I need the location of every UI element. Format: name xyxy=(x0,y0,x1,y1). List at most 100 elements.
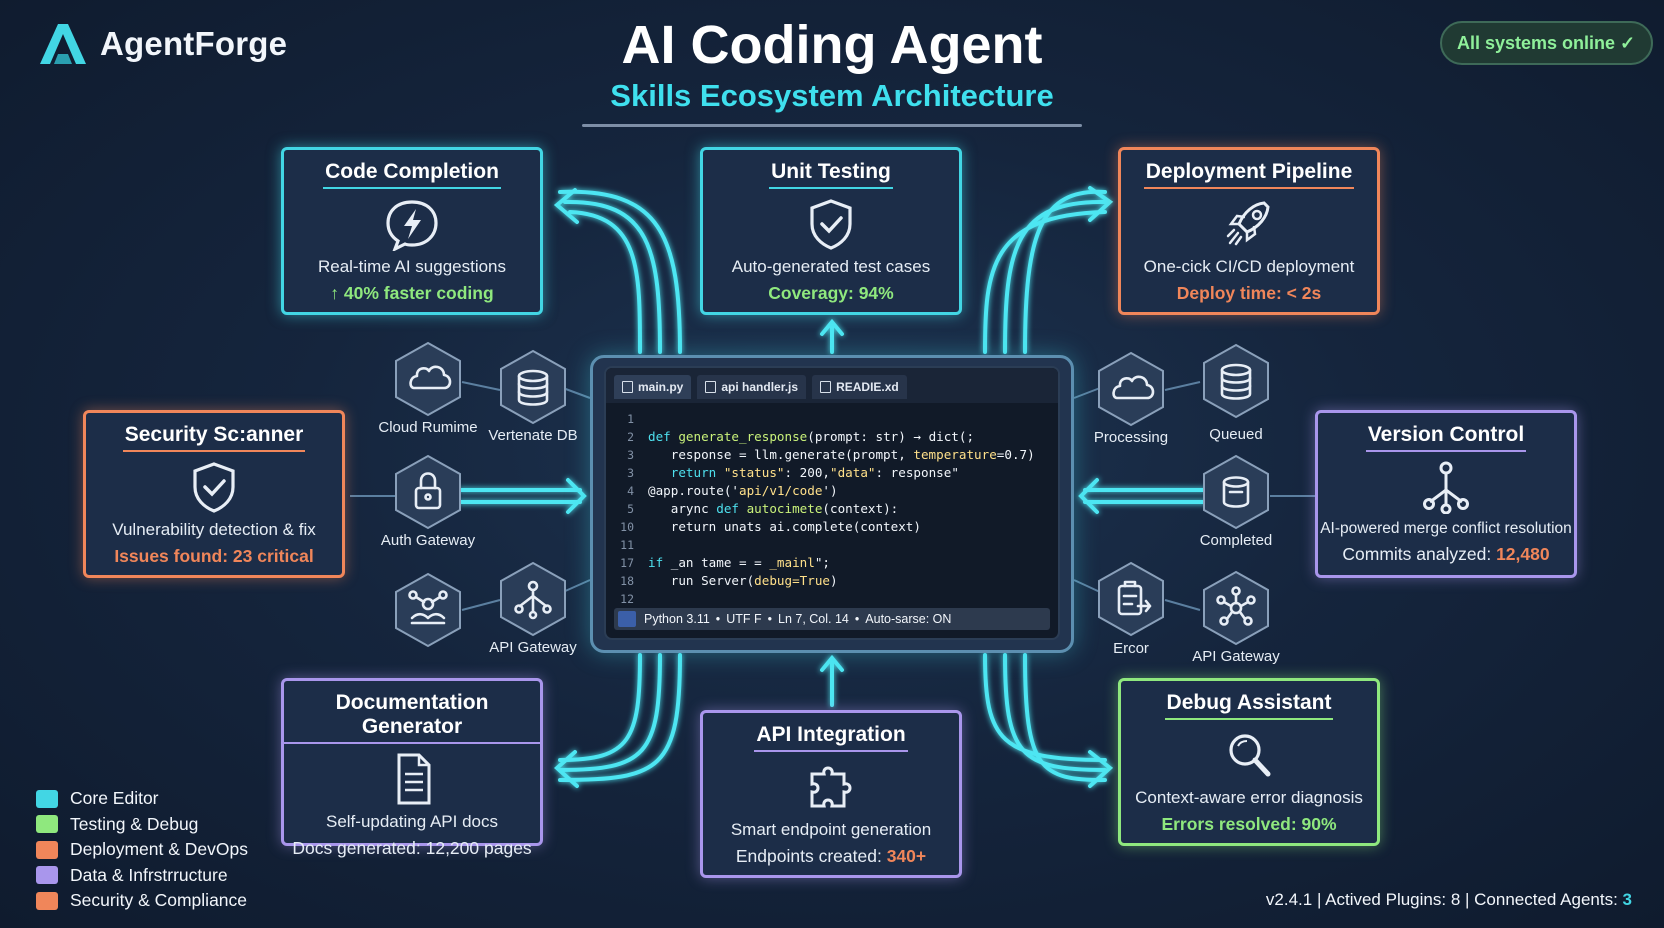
card-title: API Integration xyxy=(754,723,908,752)
code-line[interactable]: 12 xyxy=(606,590,1058,608)
system-status-badge[interactable]: All systems online ✓ xyxy=(1440,21,1654,65)
legend-swatch xyxy=(36,815,58,834)
connected-agents-count: 3 xyxy=(1622,890,1632,909)
agentforge-logo-icon xyxy=(40,24,86,64)
skill-card-documentation-generator[interactable]: Documentation Generator Self-updating AP… xyxy=(281,678,543,858)
code-token: if xyxy=(648,555,671,570)
code-line[interactable]: 10 return unats ai.complete(context) xyxy=(606,518,1058,536)
skill-card-deployment-pipeline[interactable]: Deployment Pipeline One-cick CI/CD deplo… xyxy=(1118,147,1380,315)
database-icon xyxy=(517,369,549,406)
page-subtitle: Skills Ecosystem Architecture xyxy=(610,78,1054,113)
hex-vertenate-db xyxy=(500,349,566,425)
status-separator: • xyxy=(854,612,860,626)
editor-tab-api-handler[interactable]: api handler.js xyxy=(697,375,807,399)
line-number: 4 xyxy=(627,484,634,498)
card-title: Deployment Pipeline xyxy=(1143,160,1355,189)
editor-status-bar: Python 3.11 • UTF F • Ln 7, Col. 14 • Au… xyxy=(614,608,1050,630)
code-token: _mainl xyxy=(769,555,815,570)
code-line[interactable]: 11 xyxy=(606,536,1058,554)
flow-arrow-left-in xyxy=(458,478,587,514)
line-number: 3 xyxy=(627,448,634,462)
code-token: (prompt: str) → dict(; xyxy=(807,429,975,444)
skill-card-version-control[interactable]: Version Control AI-powered merge conflic… xyxy=(1315,410,1577,578)
line-number: 12 xyxy=(620,592,634,606)
card-title: Code Completion xyxy=(323,160,501,189)
code-line[interactable]: 4@app.route('api/v1/code') xyxy=(606,482,1058,500)
legend-item: Testing & Debug xyxy=(36,812,248,838)
skill-card-debug-assistant[interactable]: Debug Assistant Context-aware error diag… xyxy=(1118,678,1380,846)
shield-check-icon xyxy=(810,199,852,250)
code-token: "; xyxy=(814,555,830,570)
page-title: AI Coding Agent xyxy=(621,15,1043,75)
line-number: 2 xyxy=(627,430,634,444)
brand-logo[interactable]: AgentForge xyxy=(36,22,287,66)
file-icon xyxy=(705,381,717,393)
hex-error xyxy=(1098,561,1164,637)
flow-curve-bottom-right xyxy=(983,653,1107,762)
code-token: : response" xyxy=(875,465,959,480)
node-label-error: Ercor xyxy=(1113,640,1149,657)
card-metric-label: Commits analyzed: xyxy=(1342,544,1492,564)
card-metric: Errors resolved: 90% xyxy=(1161,814,1337,834)
code-line[interactable]: 5 arync def autocimete(context): xyxy=(606,500,1058,518)
status-cursor-position: Ln 7, Col. 14 xyxy=(778,612,849,626)
skill-card-api-integration[interactable]: API Integration Smart endpoint generatio… xyxy=(700,710,962,878)
card-metric-value: 12,480 xyxy=(1496,544,1550,564)
node-label-processing: Processing xyxy=(1093,429,1169,446)
legend-swatch xyxy=(36,866,58,885)
code-token: debug=True xyxy=(754,573,830,588)
flow-arrow-up-bottom xyxy=(820,654,844,707)
footer-stats: v2.4.1 | Actived Plugins: 8 | Connected … xyxy=(1266,890,1632,910)
card-metric: Deploy time: < 2s xyxy=(1176,283,1322,303)
shield-check-icon xyxy=(193,462,235,513)
code-token: : 200, xyxy=(784,465,831,480)
system-status-text: All systems online ✓ xyxy=(1457,32,1636,53)
card-title: Unit Testing xyxy=(769,160,893,189)
node-label-vertenate-db: Vertenate DB xyxy=(488,427,578,444)
code-token: autocimete xyxy=(746,501,823,516)
code-token: return unats ai.complete(context) xyxy=(648,519,921,534)
skill-card-security-scanner[interactable]: Security Sc:anner Vulnerability detectio… xyxy=(83,410,345,578)
line-number: 18 xyxy=(620,574,634,588)
code-line[interactable]: 18 run Server(debug=True) xyxy=(606,572,1058,590)
card-metric: Commits analyzed: 12,480 xyxy=(1318,544,1574,565)
hex-cloud-runtime xyxy=(395,341,461,417)
node-label-auth-gateway: Auth Gateway xyxy=(380,532,476,549)
code-token: generate_response xyxy=(678,429,808,444)
status-separator: • xyxy=(767,612,772,626)
code-line[interactable]: 3 return "status": 200,"data": response" xyxy=(606,464,1058,482)
code-token: "status" xyxy=(723,465,785,480)
title-divider xyxy=(582,124,1082,127)
code-token: ) xyxy=(829,573,838,588)
editor-tab-readme[interactable]: READIE.xd xyxy=(812,375,907,399)
legend-swatch xyxy=(36,840,58,859)
legend-item: Deployment & DevOps xyxy=(36,837,248,863)
line-number: 10 xyxy=(620,520,634,534)
skill-card-code-completion[interactable]: Code Completion Real-time AI suggestions… xyxy=(281,147,543,315)
code-line[interactable]: 1 xyxy=(606,410,1058,428)
card-description: Auto-generated test cases xyxy=(731,257,931,276)
git-branch-icon xyxy=(1423,461,1469,514)
card-description: Smart endpoint generation xyxy=(730,820,932,839)
flow-curve-top-right xyxy=(983,210,1107,354)
flow-arrow-up-top xyxy=(820,318,844,354)
legend: Core Editor Testing & Debug Deployment &… xyxy=(36,786,248,914)
node-label-cloud-runtime: Cloud Rumime xyxy=(378,419,478,436)
card-metric: ↑ 40% faster coding xyxy=(330,283,494,303)
card-description: AI-powered merge conflict resolution xyxy=(1320,520,1572,537)
node-label-completed: Completed xyxy=(1199,532,1273,549)
card-description: One-cick CI/CD deployment xyxy=(1143,257,1355,276)
skill-card-unit-testing[interactable]: Unit Testing Auto-generated test cases C… xyxy=(700,147,962,315)
code-token: api/v1/code xyxy=(739,483,823,498)
footer-text: v2.4.1 | Actived Plugins: 8 | Connected … xyxy=(1265,890,1618,909)
code-line[interactable]: 3 response = llm.generate(prompt, temper… xyxy=(606,446,1058,464)
line-number: 5 xyxy=(627,502,634,516)
code-token: "data" xyxy=(830,465,876,480)
file-icon xyxy=(820,381,832,393)
editor-tab-main-py[interactable]: main.py xyxy=(614,375,692,399)
hex-queued xyxy=(1203,343,1269,419)
